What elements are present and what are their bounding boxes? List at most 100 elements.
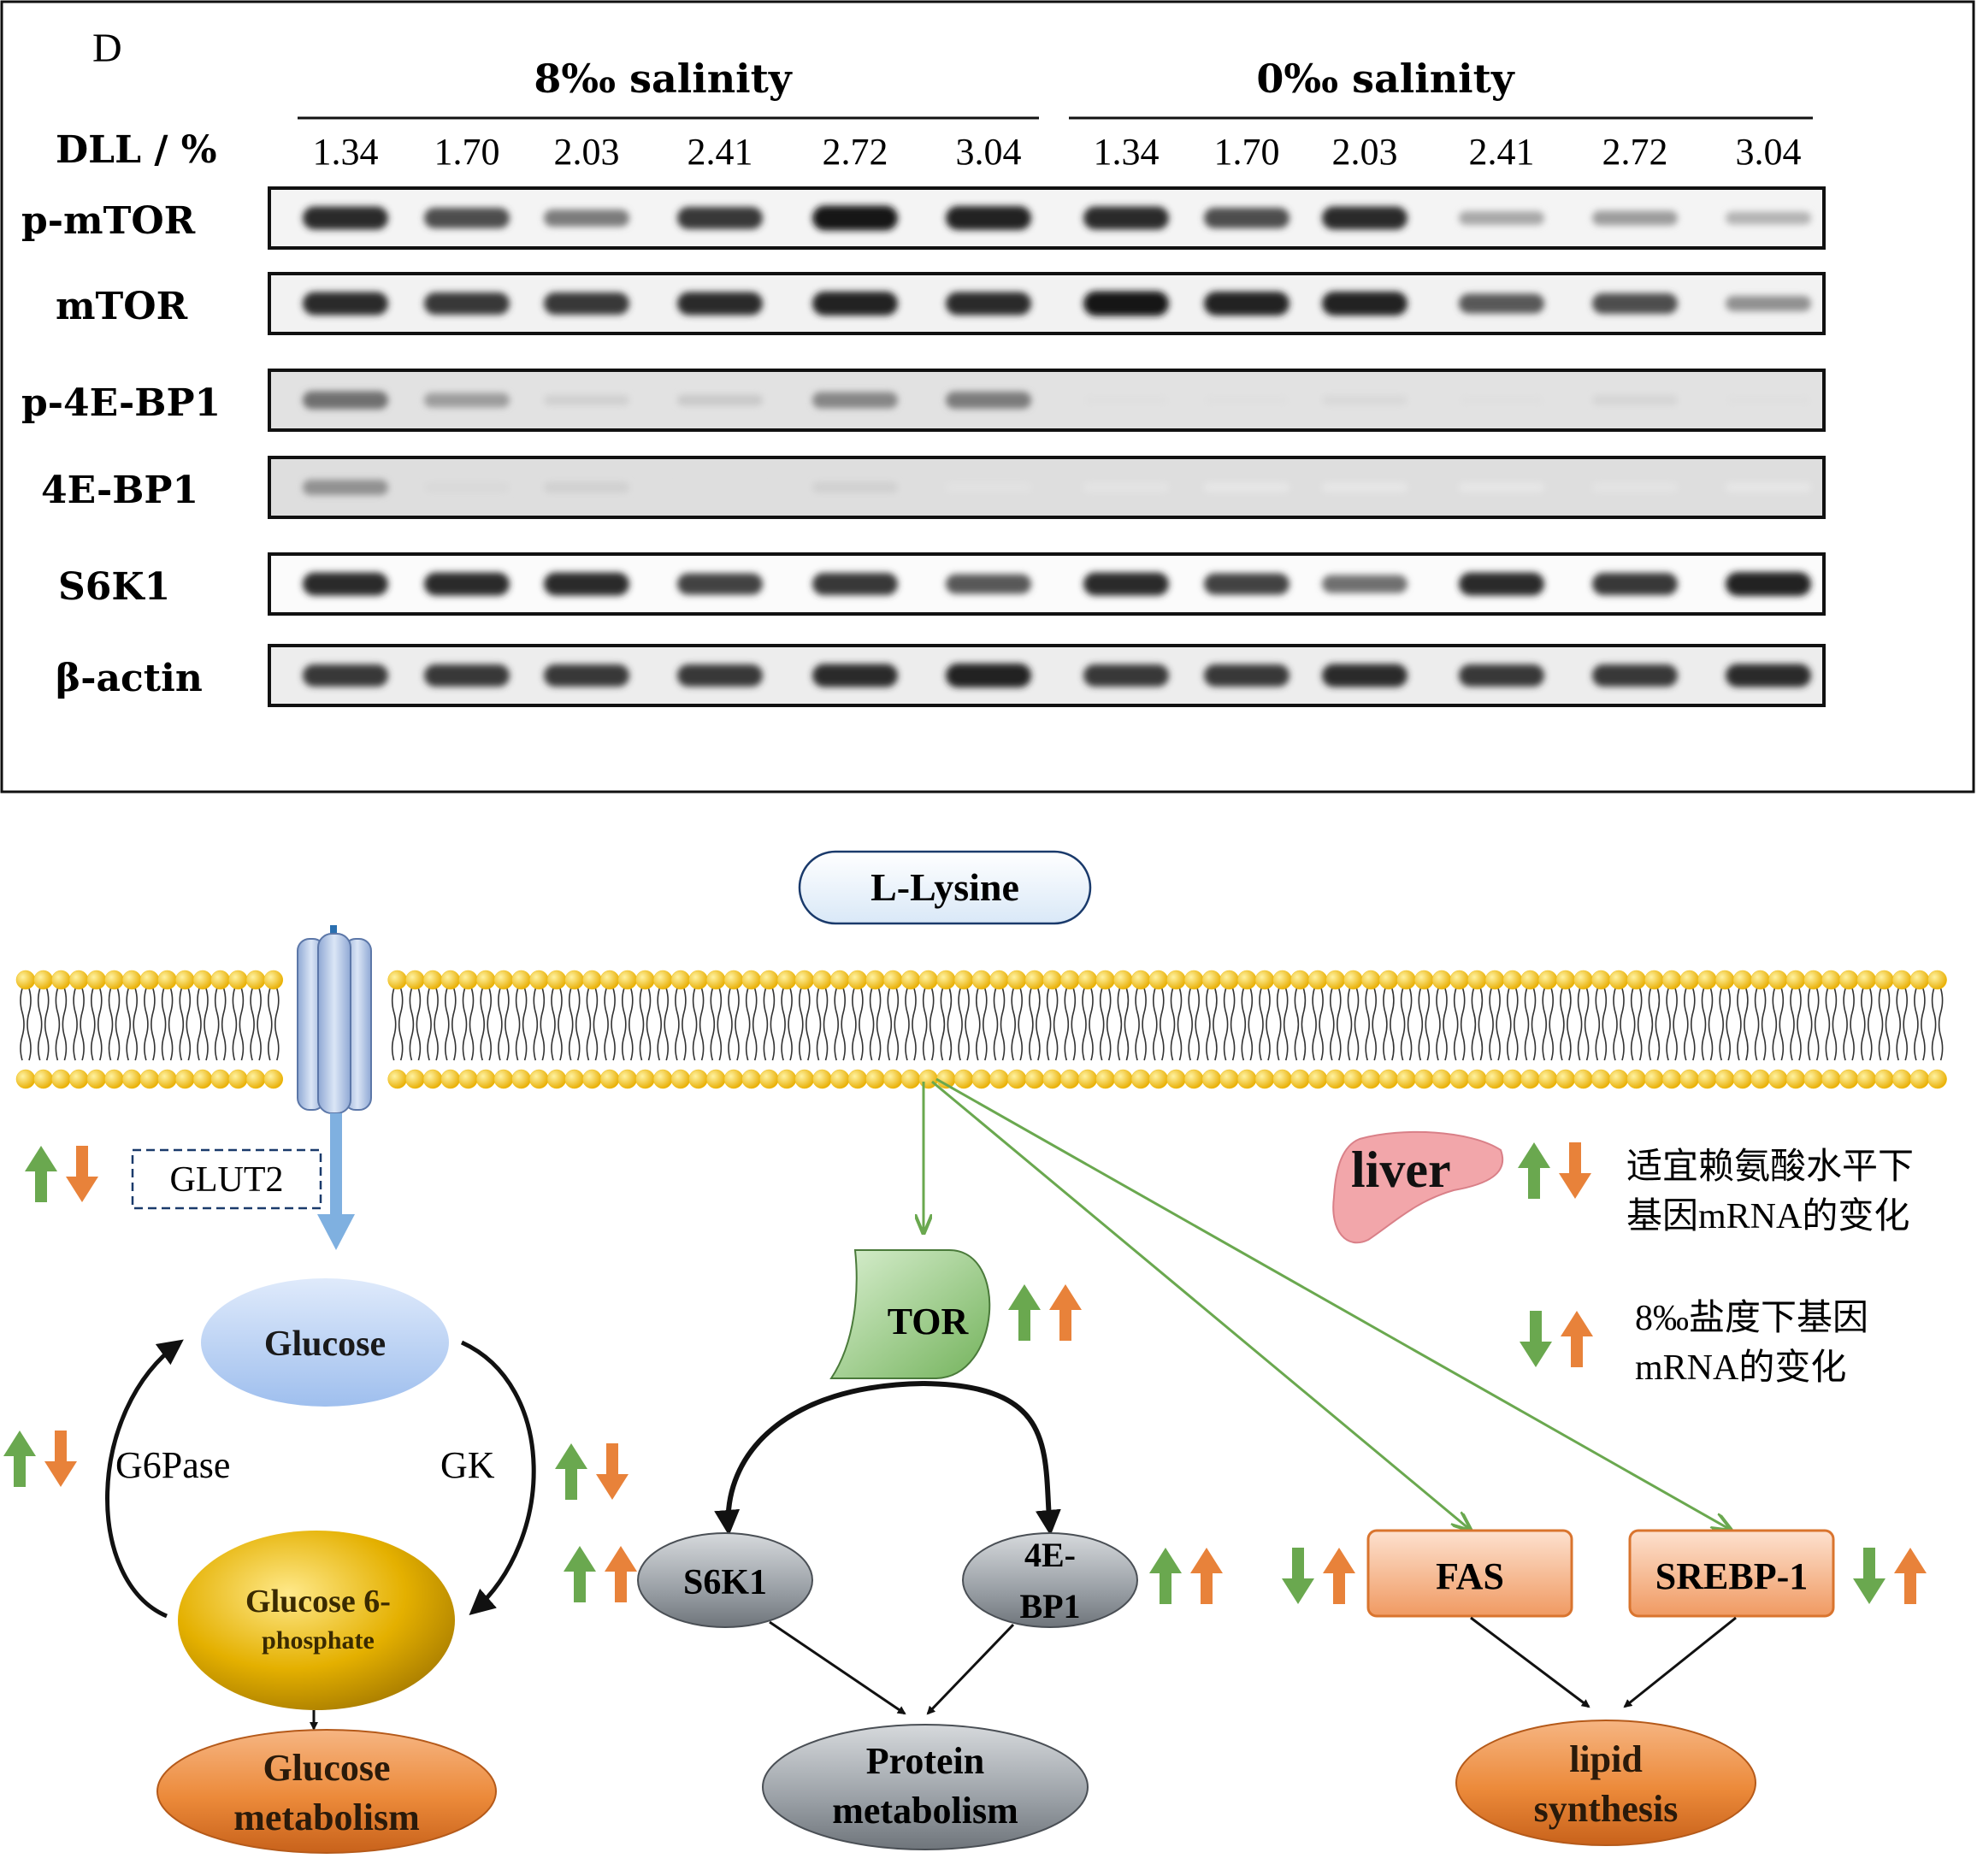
protein-metabolism-line1: Protein — [866, 1740, 985, 1782]
lane-label: 3.04 — [1736, 131, 1802, 173]
blot-band — [946, 574, 1031, 594]
lane-label: 1.34 — [1094, 131, 1160, 173]
blot-band — [1083, 482, 1169, 493]
glucose-metabolism-line2: metabolism — [233, 1796, 420, 1838]
down-arrow-icon — [1520, 1311, 1552, 1367]
blot-band — [1083, 664, 1169, 687]
down-arrow-icon — [66, 1146, 98, 1202]
blot-row-label: p-mTOR — [21, 199, 196, 243]
glucose-6-phosphate-node: Glucose 6- phosphate — [178, 1531, 455, 1710]
blot-row: β-actin — [56, 644, 1826, 707]
blot-band — [812, 664, 898, 687]
blot-row: 4E-BP1 — [41, 456, 1826, 519]
lane-label: 2.72 — [1602, 131, 1668, 173]
glucose-metabolism-line1: Glucose — [263, 1747, 390, 1789]
l-lysine-node: L-Lysine — [798, 850, 1092, 925]
blot-band — [1204, 573, 1289, 595]
tor-to-4ebp1-arrow — [923, 1381, 1061, 1536]
gk-arrow — [460, 1340, 536, 1615]
blot-band — [1726, 296, 1811, 311]
blot-band — [1459, 482, 1544, 493]
up-arrow-icon — [1894, 1548, 1927, 1604]
blot-band — [812, 481, 898, 493]
l-lysine-label: L-Lysine — [870, 865, 1019, 909]
s6k1-to-protein-arrow — [769, 1620, 906, 1715]
down-arrow-icon — [44, 1431, 77, 1487]
blot-band — [1459, 572, 1544, 596]
down-arrow-icon — [596, 1443, 629, 1500]
blot-row-label: 4E-BP1 — [41, 469, 198, 512]
down-arrow-icon — [1559, 1142, 1591, 1199]
blot-band — [812, 205, 898, 231]
legend-green-line1: 适宜赖氨酸水平下 — [1626, 1147, 1914, 1187]
g6pase-arrow — [105, 1339, 184, 1619]
blot-band — [1322, 395, 1408, 405]
blot-band — [677, 573, 763, 595]
lane-label: 2.03 — [554, 131, 620, 173]
blot-band — [1459, 293, 1544, 314]
blot-band — [424, 392, 510, 408]
srebp-to-lipid-arrow — [1623, 1616, 1737, 1708]
blot-band — [1726, 482, 1811, 493]
blot-band — [544, 664, 629, 687]
blot-band — [303, 206, 388, 230]
blot-row-label: mTOR — [56, 285, 188, 328]
membrane-to-fas-arrow — [931, 1080, 1469, 1529]
lane-label: 2.41 — [1469, 131, 1535, 173]
up-arrow-icon — [1190, 1548, 1223, 1604]
blot-band — [1322, 575, 1408, 593]
blot-band — [1204, 395, 1289, 405]
up-arrow-icon — [25, 1146, 57, 1202]
blot-band — [1322, 292, 1408, 316]
blot-band — [1204, 292, 1289, 316]
blot-band — [1083, 291, 1169, 316]
blot-membrane-strip — [268, 369, 1826, 432]
4ebp1-label-line1: 4E- — [1024, 1536, 1076, 1574]
down-arrow-icon — [1853, 1548, 1886, 1604]
g6p-label-line2: phosphate — [262, 1626, 375, 1655]
blot-band — [1083, 206, 1169, 230]
4ebp1-node: 4E- BP1 — [962, 1532, 1138, 1628]
blot-row: S6K1 — [58, 552, 1826, 616]
blot-band — [1459, 664, 1544, 687]
blot-band — [303, 391, 388, 410]
legend-orange-line1: 8‰盐度下基因 — [1635, 1299, 1868, 1338]
lipid-synthesis-line2: synthesis — [1534, 1788, 1679, 1830]
liver-icon — [1332, 1130, 1503, 1244]
blot-band — [677, 664, 763, 687]
protein-metabolism-node: Protein metabolism — [762, 1724, 1089, 1850]
blot-band — [303, 292, 388, 316]
blot-membrane-strip — [268, 272, 1826, 335]
glut2-label: GLUT2 — [170, 1160, 284, 1200]
blot-band — [812, 292, 898, 316]
blot-band — [946, 292, 1031, 316]
blot-band — [424, 208, 510, 228]
blot-membrane-strip — [268, 644, 1826, 707]
g6p-label-line1: Glucose 6- — [245, 1584, 391, 1619]
membrane-to-srebp-arrow — [935, 1077, 1729, 1529]
blot-band — [677, 292, 763, 316]
srebp1-label: SREBP-1 — [1655, 1555, 1808, 1597]
blot-membrane-strip — [268, 456, 1826, 519]
blot-band — [1592, 293, 1678, 314]
blot-band — [677, 394, 763, 406]
blot-band — [1204, 664, 1289, 687]
blot-membrane-strip — [268, 552, 1826, 616]
up-arrow-icon — [3, 1431, 36, 1487]
blot-band — [946, 392, 1031, 409]
down-arrow-icon — [1282, 1548, 1314, 1604]
blot-band — [1083, 572, 1169, 596]
lane-label: 2.72 — [823, 131, 888, 173]
s6k1-node: S6K1 — [637, 1532, 813, 1628]
blot-row-label: p-4E-BP1 — [21, 381, 221, 425]
blot-band — [424, 664, 510, 687]
4ebp1-to-protein-arrow — [926, 1623, 1015, 1715]
blot-band — [1083, 395, 1169, 405]
blot-band — [303, 572, 388, 596]
regulation-arrows — [3, 1142, 1927, 1604]
lipid-synthesis-line1: lipid — [1569, 1738, 1643, 1780]
blot-band — [424, 292, 510, 315]
blot-band — [812, 573, 898, 595]
